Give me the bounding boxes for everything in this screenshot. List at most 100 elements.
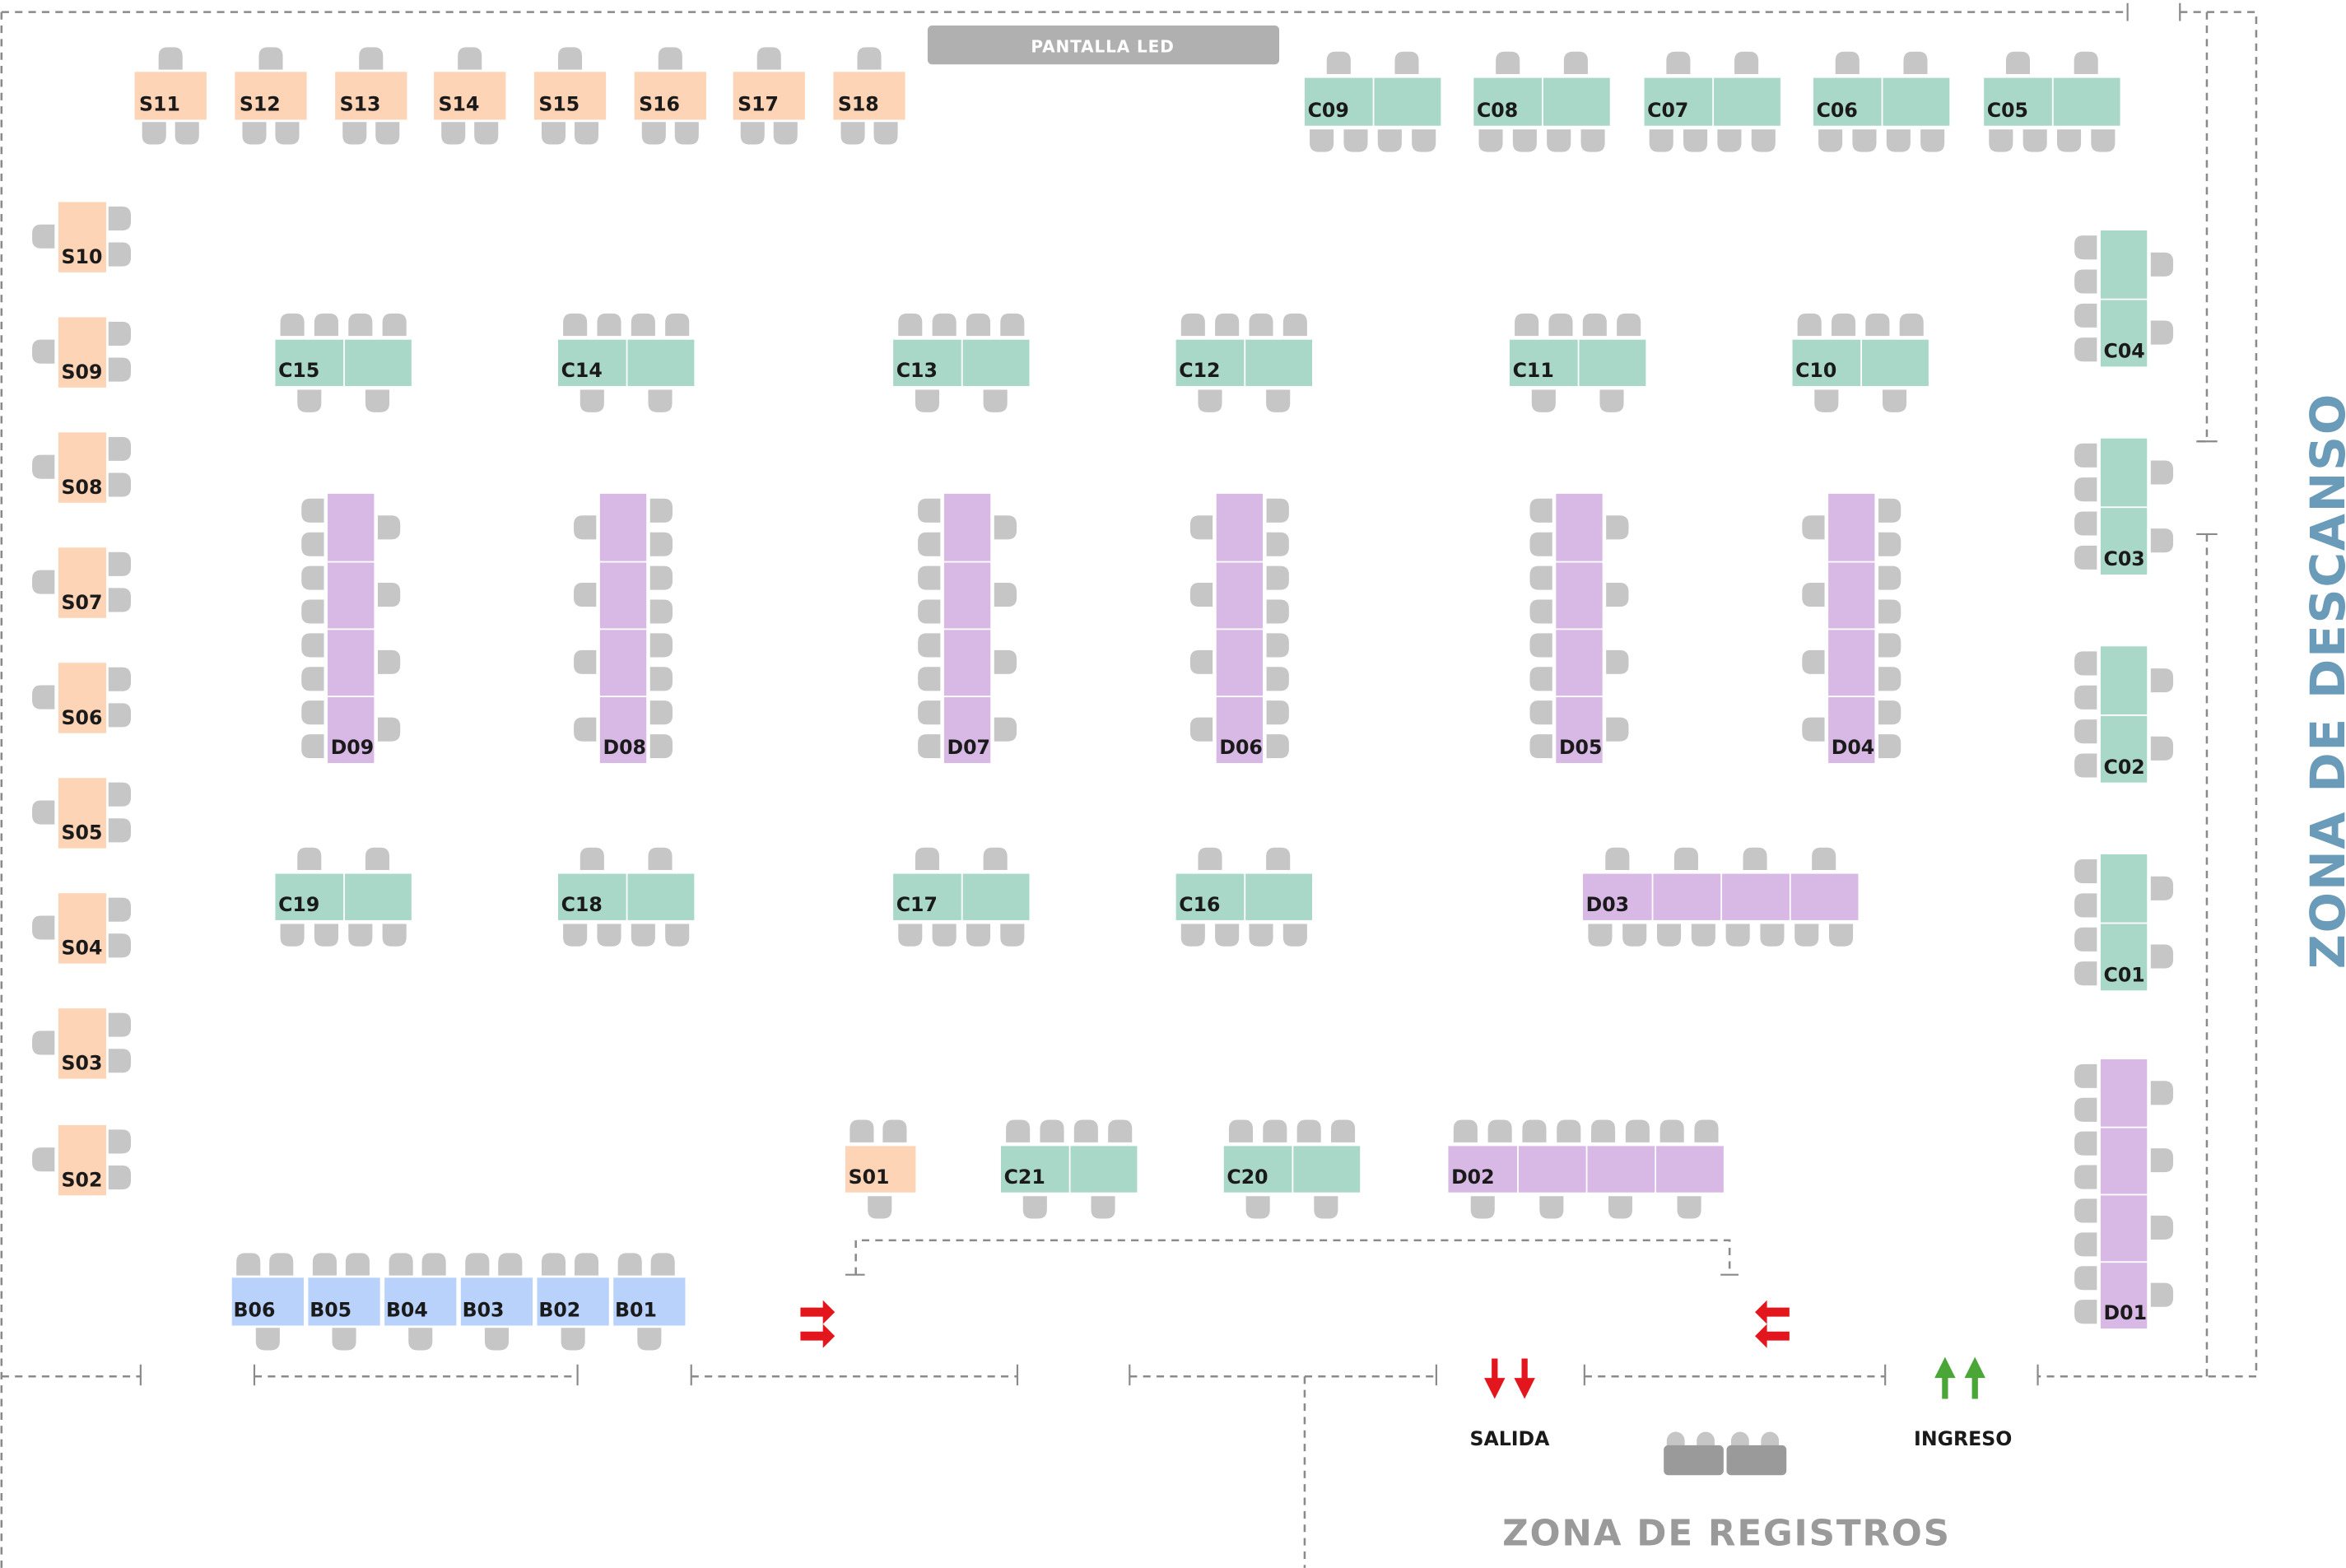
table-c16[interactable]: C16	[1175, 847, 1313, 947]
table-s01[interactable]: S01	[845, 1119, 916, 1219]
table-segment	[2100, 438, 2148, 507]
table-label: C16	[1179, 893, 1220, 916]
table-c03[interactable]: C03	[2074, 438, 2174, 575]
chair	[2074, 443, 2097, 468]
table-c10[interactable]: C10	[1792, 313, 1929, 412]
chair	[1245, 1196, 1270, 1219]
table-c12[interactable]: C12	[1175, 313, 1313, 412]
table-d08[interactable]: D08	[574, 493, 673, 764]
table-c21[interactable]: C21	[1000, 1119, 1138, 1219]
chair	[2074, 651, 2097, 676]
table-c04[interactable]: C04	[2074, 230, 2174, 367]
table-d05[interactable]: D05	[1529, 493, 1629, 764]
table-d06[interactable]: D06	[1189, 493, 1289, 764]
table-c06[interactable]: C06	[1813, 51, 1950, 152]
table-d04[interactable]: D04	[1802, 493, 1901, 764]
chair	[932, 924, 957, 947]
table-s15[interactable]: S15	[533, 47, 607, 145]
table-s09[interactable]: S09	[32, 317, 132, 388]
table-s11[interactable]: S11	[134, 47, 207, 145]
chair	[2150, 668, 2174, 693]
table-s18[interactable]: S18	[833, 47, 905, 145]
table-c19[interactable]: C19	[275, 847, 412, 947]
table-b03[interactable]: B03	[460, 1253, 533, 1351]
chair	[1529, 565, 1552, 590]
table-b01[interactable]: B01	[613, 1253, 686, 1351]
table-segment	[1543, 77, 1610, 126]
table-c01[interactable]: C01	[2074, 854, 2174, 991]
table-label: S18	[838, 93, 879, 116]
chair	[1377, 129, 1402, 152]
table-s06[interactable]: S06	[32, 663, 132, 733]
table-s07[interactable]: S07	[32, 547, 132, 618]
table-s16[interactable]: S16	[634, 47, 706, 145]
chair	[458, 47, 482, 70]
chair	[1453, 1119, 1478, 1142]
table-segment	[962, 873, 1030, 920]
chair	[966, 924, 991, 947]
table-d09[interactable]: D09	[301, 493, 401, 764]
table-c08[interactable]: C08	[1473, 51, 1610, 152]
table-s12[interactable]: S12	[235, 47, 307, 145]
chair	[1310, 129, 1334, 152]
table-segment	[275, 873, 344, 920]
table-c18[interactable]: C18	[557, 847, 695, 947]
table-segment	[634, 72, 706, 120]
table-c14[interactable]: C14	[557, 313, 695, 412]
table-c15[interactable]: C15	[275, 313, 412, 412]
table-b06[interactable]: B06	[231, 1253, 304, 1351]
table-d03[interactable]: D03	[1583, 847, 1859, 947]
table-segment	[943, 630, 991, 696]
table-s05[interactable]: S05	[32, 778, 132, 849]
chair	[1189, 583, 1213, 607]
table-s13[interactable]: S13	[335, 47, 407, 145]
table-c09[interactable]: C09	[1304, 51, 1441, 152]
table-segment	[2100, 300, 2148, 367]
zone-rest-label: ZONA DE DESCANSO	[2300, 393, 2346, 969]
table-segment	[58, 1008, 107, 1079]
table-segment	[599, 697, 647, 764]
table-c07[interactable]: C07	[1644, 51, 1780, 152]
chair	[574, 122, 599, 145]
table-segment	[308, 1277, 380, 1326]
table-c11[interactable]: C11	[1509, 313, 1646, 412]
table-d01[interactable]: D01	[2074, 1059, 2174, 1329]
table-b04[interactable]: B04	[384, 1253, 457, 1351]
chair	[1557, 1119, 1581, 1142]
table-segment	[2053, 77, 2120, 126]
table-d02[interactable]: D02	[1448, 1119, 1724, 1219]
table-b05[interactable]: B05	[308, 1253, 380, 1351]
chair	[2150, 460, 2174, 485]
table-c05[interactable]: C05	[1984, 51, 2120, 152]
table-c02[interactable]: C02	[2074, 646, 2174, 783]
table-d07[interactable]: D07	[918, 493, 1017, 764]
table-s02[interactable]: S02	[32, 1124, 132, 1196]
table-c20[interactable]: C20	[1223, 1119, 1361, 1219]
table-s04[interactable]: S04	[32, 893, 132, 964]
chair	[1394, 51, 1419, 75]
chair	[1673, 847, 1698, 871]
table-s03[interactable]: S03	[32, 1008, 132, 1079]
chair	[649, 667, 673, 691]
chair	[1591, 1119, 1616, 1142]
table-segment	[434, 72, 506, 120]
table-b02[interactable]: B02	[537, 1253, 609, 1351]
table-c13[interactable]: C13	[893, 313, 1030, 412]
chair	[1606, 583, 1629, 607]
table-s08[interactable]: S08	[32, 432, 132, 503]
chair	[597, 313, 621, 337]
chair	[301, 498, 324, 523]
table-c17[interactable]: C17	[893, 847, 1030, 947]
table-label: S15	[538, 93, 580, 116]
tables: S11 S12 S13 S14 S15 S16 S17 S18S10S09S08S07S06S…	[32, 47, 2174, 1351]
table-segment	[235, 72, 307, 120]
table-s17[interactable]: S17	[733, 47, 805, 145]
chair	[498, 1253, 523, 1276]
table-label: C13	[896, 359, 938, 382]
chair	[2074, 1063, 2097, 1088]
chair	[918, 532, 941, 556]
table-s10[interactable]: S10	[32, 202, 132, 272]
chair	[1903, 51, 1928, 75]
chair	[108, 321, 132, 346]
table-s14[interactable]: S14	[434, 47, 506, 145]
